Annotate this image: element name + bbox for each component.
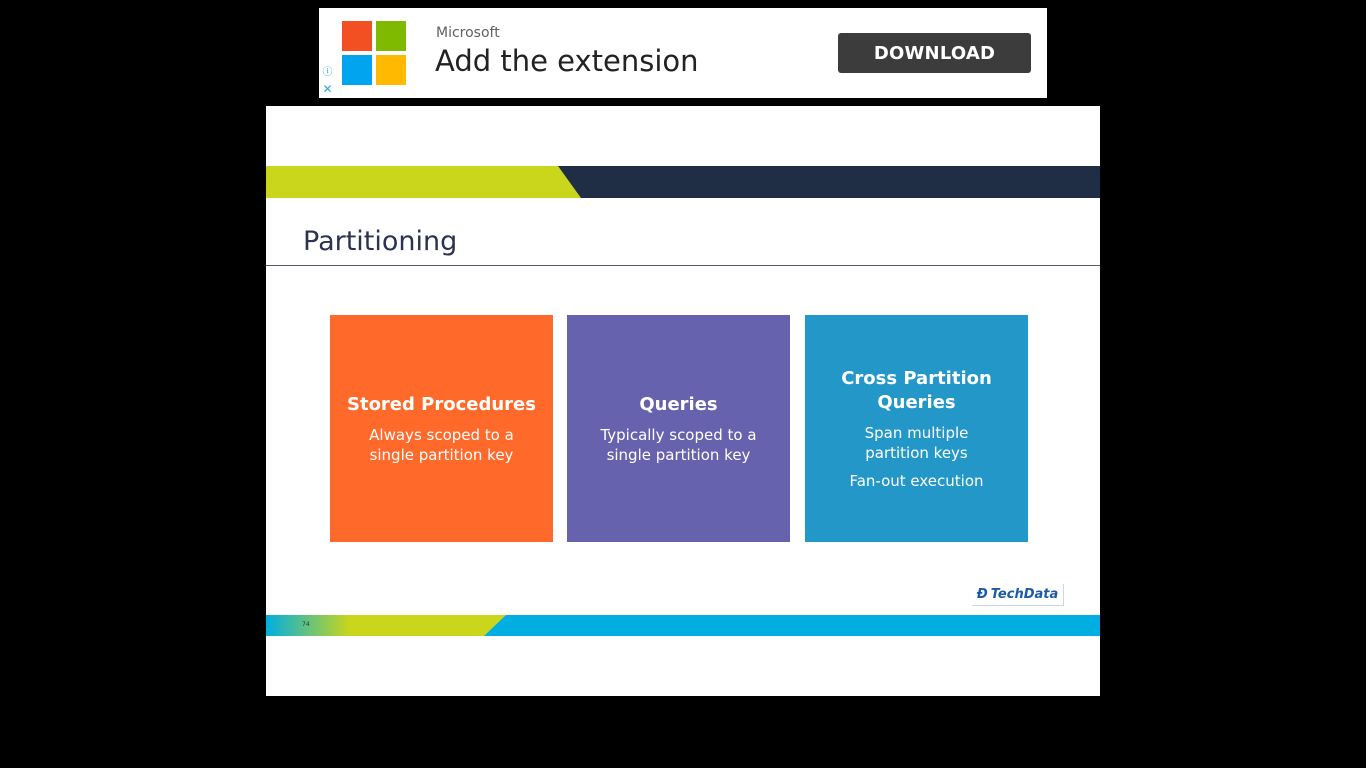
title-divider — [266, 265, 1100, 266]
slide-number: 74 — [302, 621, 310, 628]
box-text-line: Fan-out execution — [849, 471, 984, 490]
box-title: Stored Procedures — [347, 393, 536, 415]
box-queries: Queries Typically scoped to a single par… — [567, 315, 790, 542]
box-title: Cross Partition Queries — [841, 367, 992, 413]
bottom-band — [266, 615, 1100, 636]
logo-square-green — [376, 21, 406, 51]
techdata-logo: Ð TechData — [972, 584, 1064, 606]
info-icon[interactable]: ⓘ — [320, 65, 335, 80]
box-text-line: Always scoped to a — [369, 425, 514, 444]
logo-square-yellow — [376, 55, 406, 85]
close-icon[interactable]: ✕ — [320, 82, 335, 97]
ad-brand: Microsoft — [436, 25, 500, 41]
box-text-line: single partition key — [606, 445, 751, 464]
box-stored-procedures: Stored Procedures Always scoped to a sin… — [330, 315, 553, 542]
box-text-line: Typically scoped to a — [600, 425, 757, 444]
techdata-mark-icon: Ð — [976, 587, 988, 602]
box-text-line: single partition key — [369, 445, 514, 464]
box-text-line: Span multiple — [864, 423, 969, 442]
download-button[interactable]: DOWNLOAD — [838, 33, 1031, 73]
box-title: Queries — [639, 393, 718, 415]
logo-text: TechData — [990, 587, 1059, 602]
logo-square-red — [342, 21, 372, 51]
slide-title: Partitioning — [303, 226, 458, 257]
box-text-line: partition keys — [865, 443, 968, 462]
microsoft-logo-icon — [342, 21, 406, 85]
ad-banner[interactable]: Microsoft Add the extension DOWNLOAD ⓘ ✕ — [319, 8, 1047, 98]
box-cross-partition-queries: Cross Partition Queries Span multiple pa… — [805, 315, 1028, 542]
ad-headline[interactable]: Add the extension — [435, 44, 699, 78]
top-band — [266, 166, 1100, 198]
slide: Partitioning Stored Procedures Always sc… — [266, 106, 1100, 696]
logo-square-blue — [342, 55, 372, 85]
